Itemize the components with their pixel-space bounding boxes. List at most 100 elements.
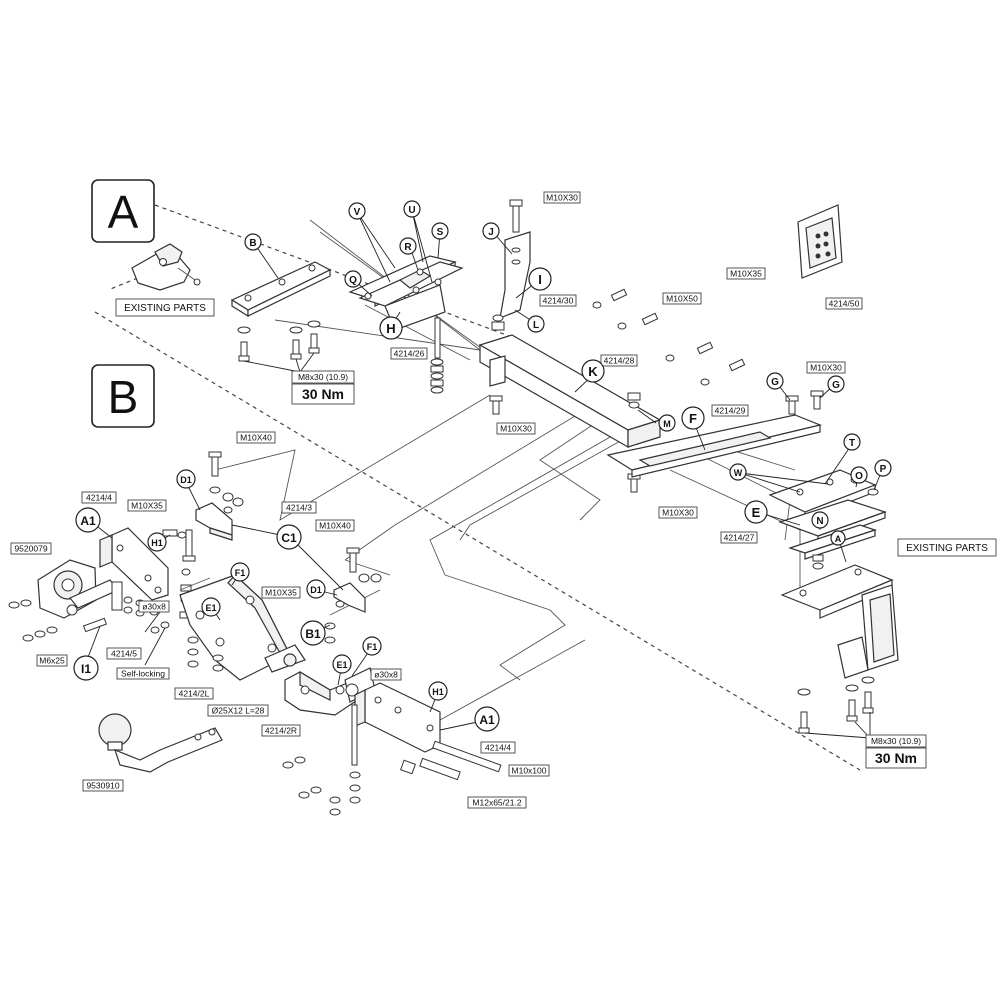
svg-text:4214/3: 4214/3 — [286, 503, 312, 513]
label-m10x30-mid: M10X30 — [496, 422, 536, 435]
label-d30x8-a: ø30x8 — [138, 600, 170, 613]
svg-text:D1: D1 — [180, 475, 192, 485]
washers-under-left-arm — [187, 636, 224, 672]
bracket-j — [491, 199, 531, 331]
label-d25x12: Ø25X12 L=28 — [207, 704, 269, 717]
svg-text:D1: D1 — [310, 585, 322, 595]
existing-bracket-left — [131, 243, 201, 291]
label-4214-30: 4214/30 — [539, 294, 577, 307]
svg-text:M10X35: M10X35 — [265, 588, 297, 598]
svg-text:EXISTING PARTS: EXISTING PARTS — [124, 303, 206, 314]
svg-text:G: G — [832, 380, 840, 391]
label-4214-3: 4214/3 — [281, 501, 317, 514]
svg-text:4214/4: 4214/4 — [485, 743, 511, 753]
svg-text:E1: E1 — [205, 603, 216, 613]
svg-text:B1: B1 — [305, 627, 321, 641]
callout-v: V — [348, 202, 366, 220]
svg-text:M8x30 (10.9): M8x30 (10.9) — [871, 736, 921, 746]
svg-text:4214/29: 4214/29 — [715, 406, 746, 416]
nut-row-left — [8, 599, 58, 642]
svg-text:E: E — [752, 505, 761, 520]
svg-text:F1: F1 — [235, 568, 246, 578]
svg-text:E1: E1 — [336, 660, 347, 670]
svg-text:M8x30 (10.9): M8x30 (10.9) — [298, 372, 348, 382]
svg-text:A: A — [835, 534, 842, 544]
torque-spec-left: M8x30 (10.9) 30 Nm — [291, 370, 355, 405]
svg-text:M10X40: M10X40 — [240, 433, 272, 443]
svg-text:4214/27: 4214/27 — [724, 533, 755, 543]
label-m10x40-b: M10X40 — [315, 519, 355, 532]
crossbar-bolts — [592, 288, 746, 493]
callout-n: N — [811, 511, 829, 529]
svg-text:4214/26: 4214/26 — [394, 349, 425, 359]
section-a-label: A — [108, 186, 139, 238]
svg-text:4214/4: 4214/4 — [86, 493, 112, 503]
callout-b: B — [244, 233, 262, 251]
svg-text:4214/30: 4214/30 — [543, 296, 574, 306]
label-4214-50: 4214/50 — [825, 297, 863, 310]
label-m10x30-right: M10X30 — [806, 361, 846, 374]
svg-text:G: G — [771, 377, 779, 388]
callout-e: E — [744, 500, 768, 524]
existing-parts-right — [780, 524, 899, 739]
ball-hitch — [98, 713, 223, 773]
svg-text:W: W — [734, 468, 743, 478]
svg-text:I: I — [538, 272, 542, 287]
plate-stack-qrsuv — [348, 255, 464, 331]
callout-a1b: A1 — [474, 706, 500, 732]
svg-text:T: T — [849, 438, 855, 449]
section-a-box: A — [91, 179, 155, 243]
callout-a: A — [830, 530, 846, 546]
svg-text:4214/28: 4214/28 — [604, 356, 635, 366]
svg-text:H1: H1 — [151, 538, 163, 548]
svg-text:M: M — [663, 419, 671, 429]
svg-text:9530910: 9530910 — [86, 781, 119, 791]
label-4214-28: 4214/28 — [600, 354, 638, 367]
bottom-fastener-stacks — [282, 704, 361, 816]
label-4214-29: 4214/29 — [711, 404, 749, 417]
socket-plate — [37, 559, 119, 619]
label-d30x8-b: ø30x8 — [370, 668, 402, 681]
label-m10x40-a: M10X40 — [236, 431, 276, 444]
label-m10x30-top: M10X30 — [543, 191, 581, 204]
bracket-a1-left — [99, 527, 169, 611]
callout-leaders — [86, 209, 883, 731]
svg-text:M10X30: M10X30 — [546, 193, 578, 203]
existing-parts-note-left: EXISTING PARTS — [115, 298, 215, 317]
callout-e1b: E1 — [332, 654, 352, 674]
svg-text:J: J — [488, 227, 494, 238]
svg-text:M10X35: M10X35 — [730, 269, 762, 279]
label-4214-2l: 4214/2L — [174, 687, 214, 700]
label-m10x35-c: M10X35 — [261, 586, 301, 599]
long-bolts — [400, 740, 502, 781]
svg-text:ø30x8: ø30x8 — [374, 670, 398, 680]
svg-text:I1: I1 — [81, 662, 91, 676]
svg-text:S: S — [437, 227, 444, 238]
label-4214-2r: 4214/2R — [261, 724, 301, 737]
svg-text:EXISTING PARTS: EXISTING PARTS — [906, 543, 988, 554]
assembly-guides — [214, 219, 801, 721]
svg-text:A1: A1 — [479, 713, 495, 727]
svg-text:4214/50: 4214/50 — [829, 299, 860, 309]
callout-c1: C1 — [276, 524, 302, 550]
callout-g2: G — [827, 375, 845, 393]
bolts-section-a-left — [237, 320, 321, 373]
svg-text:N: N — [816, 516, 823, 527]
svg-text:V: V — [354, 207, 361, 218]
callout-s: S — [431, 222, 449, 240]
svg-text:O: O — [855, 471, 863, 482]
nut-stack-section-a — [430, 317, 444, 394]
section-b-box: B — [91, 364, 155, 428]
svg-text:P: P — [880, 464, 887, 475]
plate-f — [606, 414, 822, 478]
callout-u: U — [403, 200, 421, 218]
callout-p: P — [874, 459, 892, 477]
label-m10x100: M10x100 — [508, 764, 550, 777]
callout-circles: B V U R S Q H J I L K M F G G T W O P E … — [73, 200, 892, 732]
label-4214-4-a: 4214/4 — [81, 491, 117, 504]
plate-b — [230, 261, 332, 318]
callout-h: H — [379, 316, 403, 340]
label-m10x35-b: M10X35 — [127, 499, 167, 512]
svg-text:30 Nm: 30 Nm — [302, 386, 344, 402]
